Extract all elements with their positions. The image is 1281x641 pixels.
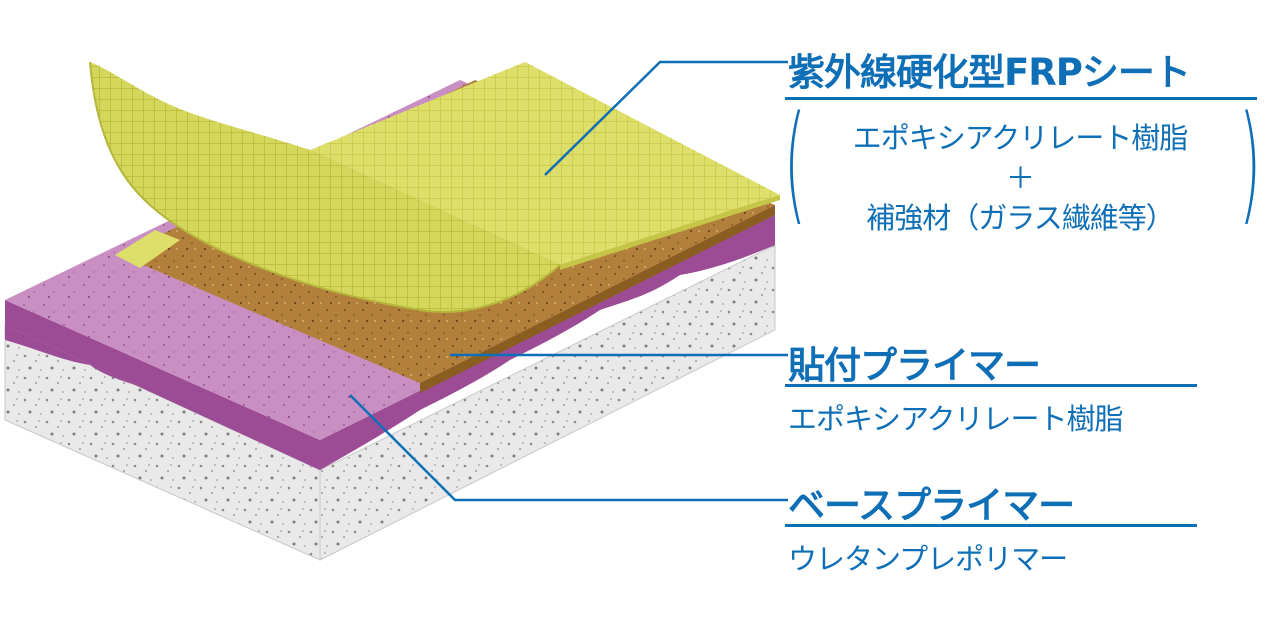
base-primer-wavy-front: [5, 325, 320, 470]
uv-frp-composition-line2: 補強材（ガラス繊維等）: [866, 201, 1174, 235]
concrete-side-face: [319, 244, 776, 561]
bonding-primer-side: [420, 205, 775, 393]
base-primer-underline: [785, 524, 1197, 527]
frp-sheet-curl-back: [90, 62, 560, 312]
base-primer-side-edge: [320, 215, 775, 470]
base-primer-title: ベースプライマー: [788, 484, 1075, 527]
frp-sheet-flat: [310, 62, 780, 265]
left-parenthesis: (: [783, 89, 807, 238]
uv-frp-title: 紫外線硬化型FRPシート: [788, 51, 1191, 94]
bonding-primer-title: 貼付プライマー: [788, 344, 1041, 387]
frp-sheet-left-strip: [115, 230, 180, 268]
uv-frp-plus: ＋: [1005, 161, 1035, 195]
frp-sheet-curl-outline: [89, 61, 561, 313]
bonding-primer-underline: [785, 384, 1197, 387]
leader-line-base-primer: [349, 394, 788, 502]
right-parenthesis: ): [1238, 89, 1262, 238]
frp-sheet-edge: [560, 195, 780, 270]
uv-frp-composition-line1: エポキシアクリレート樹脂: [852, 121, 1189, 155]
bonding-primer-composition: エポキシアクリレート樹脂: [788, 402, 1124, 436]
base-primer-composition: ウレタンプレポリマー: [788, 542, 1068, 576]
leader-line-uv-frp: [544, 60, 788, 176]
uv-frp-underline: [785, 97, 1257, 100]
